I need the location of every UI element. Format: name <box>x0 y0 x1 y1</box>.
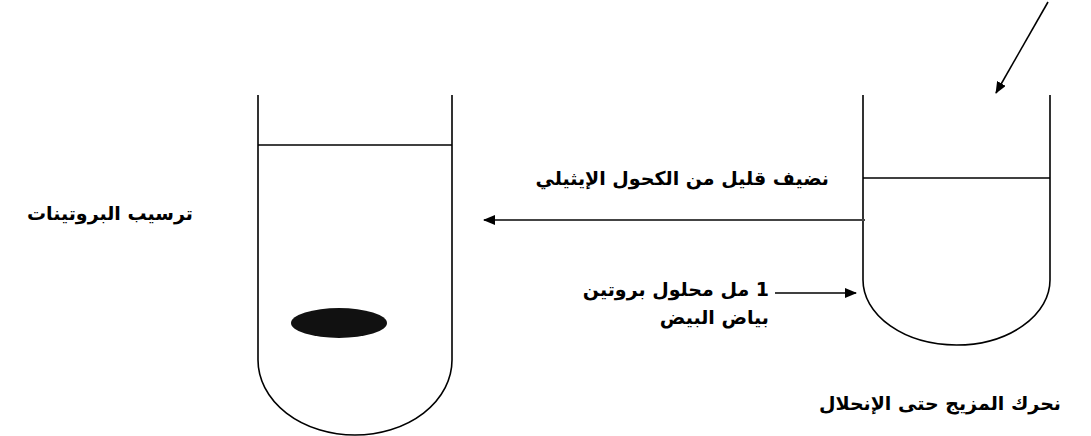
precipitate <box>291 308 387 338</box>
test-tube <box>863 95 1050 345</box>
liquid-level <box>258 144 452 145</box>
liquid-level <box>863 177 1050 178</box>
transfer-arrow <box>484 219 865 221</box>
test-tube <box>258 95 452 435</box>
sample-label: 1 مل محلول بروتين بياض البيض <box>534 276 769 331</box>
result-label: ترسيب البروتينات <box>27 200 193 228</box>
input-arrow <box>996 2 1048 93</box>
step-note: نحرك المزيج حتى الإنحلال <box>819 390 1061 418</box>
step-note: نضيف قليل من الكحول الإيثيلي <box>535 165 829 193</box>
leader-arrow <box>775 292 856 294</box>
